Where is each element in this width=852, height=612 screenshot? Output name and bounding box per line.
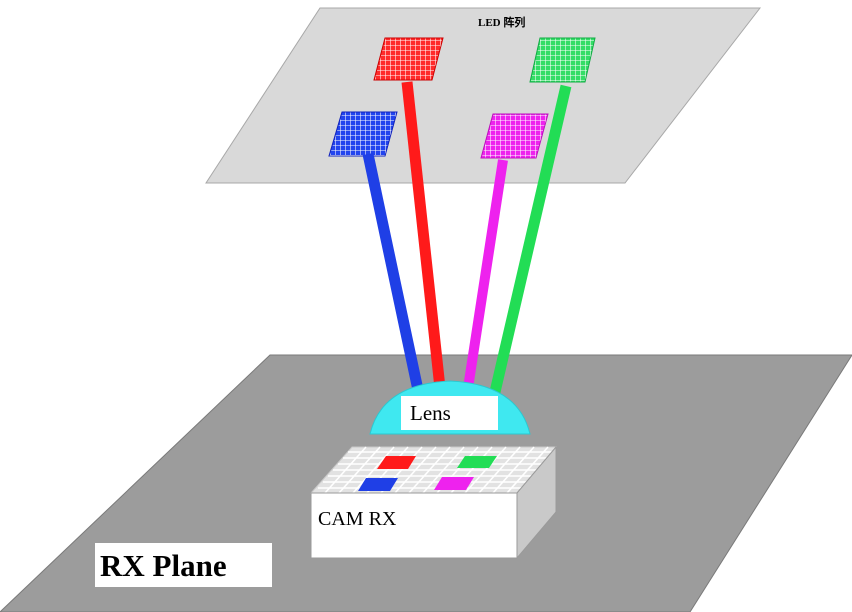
camera-receiver: CAM RX bbox=[309, 445, 558, 560]
beam-magenta bbox=[463, 159, 508, 389]
lens-label: Lens bbox=[410, 401, 451, 425]
camera-front-face bbox=[310, 492, 518, 559]
sensor-spot-magenta bbox=[434, 477, 474, 490]
beam-blue bbox=[362, 152, 424, 392]
rx-plane-label: RX Plane bbox=[100, 548, 227, 583]
sensor-spot-green bbox=[457, 456, 497, 468]
led-array-green bbox=[529, 37, 596, 83]
led-array-red bbox=[373, 37, 444, 81]
led-array-blue bbox=[328, 111, 398, 157]
led-array-magenta bbox=[480, 113, 549, 159]
sensor-spot-red bbox=[377, 456, 416, 469]
lens-label-box bbox=[401, 396, 498, 430]
camera-label: CAM RX bbox=[318, 508, 397, 530]
sensor-grid-lines bbox=[318, 446, 552, 494]
sensor-spot-blue bbox=[358, 478, 398, 491]
led-plane-label: LED 阵列 bbox=[478, 15, 525, 29]
beam-green bbox=[489, 84, 572, 394]
lens: Lens bbox=[369, 380, 531, 435]
beam-red bbox=[401, 81, 446, 389]
rx-plane-label-box bbox=[95, 543, 272, 587]
